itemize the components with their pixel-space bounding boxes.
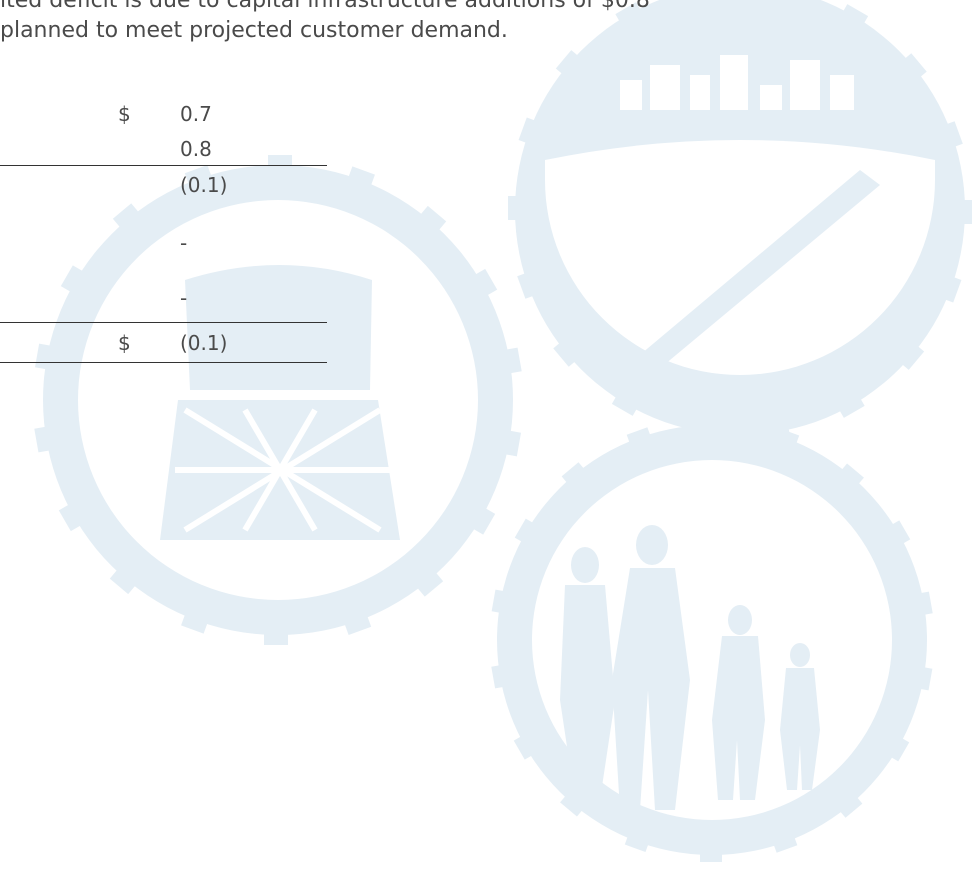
table-row-4-value: -	[180, 231, 188, 255]
table-row-2-value: 0.8	[180, 137, 212, 161]
intro-line-2: planned to meet projected customer deman…	[0, 18, 508, 43]
city-skyline-gear-icon	[508, 0, 972, 441]
table-row-3-value: (0.1)	[180, 173, 228, 197]
subtotal-rule	[0, 165, 327, 166]
intro-line-1: ited deficit is due to capital infrastru…	[0, 0, 650, 13]
intro-paragraph: ited deficit is due to capital infrastru…	[0, 0, 979, 46]
table-total-value: (0.1)	[180, 331, 228, 355]
total-rule-top	[0, 322, 327, 323]
table-row-5-value: -	[180, 286, 188, 310]
total-rule-bottom	[0, 362, 327, 363]
family-gear-icon	[491, 418, 933, 862]
total-currency-symbol: $	[118, 331, 131, 355]
water-tower-gear-icon	[34, 155, 522, 645]
table-row-1-value: 0.7	[180, 102, 212, 126]
currency-symbol: $	[118, 102, 131, 126]
